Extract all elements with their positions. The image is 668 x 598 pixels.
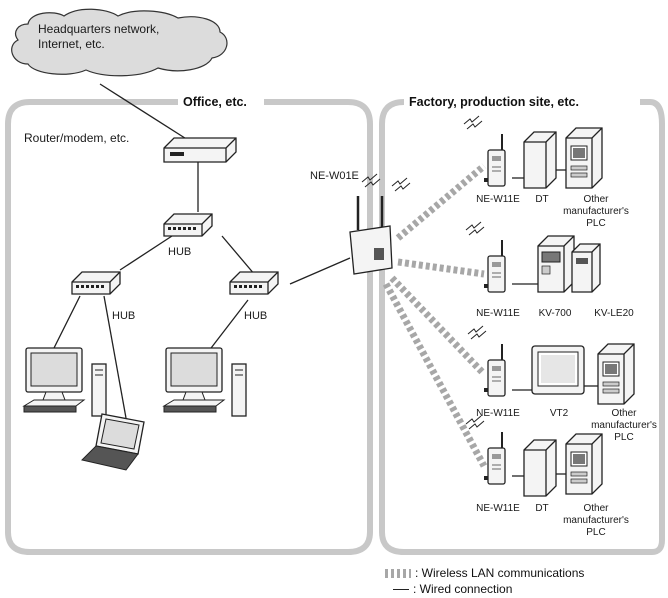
g1-dt-label: DT bbox=[535, 194, 549, 205]
g2-kv-le20-icon bbox=[571, 243, 601, 293]
g4-ne-w11e-icon bbox=[483, 431, 506, 485]
g1-wave-icon bbox=[463, 115, 483, 130]
router-label: Router/modem, etc. bbox=[24, 131, 130, 145]
legend-wired: : Wired connection bbox=[385, 582, 512, 596]
g1-ne-w11e-icon bbox=[483, 133, 506, 187]
cloud-shape bbox=[11, 8, 228, 77]
wireless-links bbox=[382, 163, 488, 468]
hub-right-icon bbox=[229, 271, 279, 295]
g1-plc-icon bbox=[565, 127, 603, 189]
g3-plc-icon bbox=[597, 343, 635, 405]
g4-dt-icon bbox=[523, 439, 557, 497]
g2-ne-w11e-icon bbox=[483, 239, 506, 293]
g3-vt2-label: VT2 bbox=[549, 408, 569, 419]
access-point-label: NE-W01E bbox=[310, 170, 359, 182]
cloud-label: Headquarters network, Internet, etc. bbox=[38, 22, 160, 51]
access-point-wave-icon bbox=[391, 177, 411, 192]
legend-wireless-swatch bbox=[385, 569, 411, 578]
legend-wireless: : Wireless LAN communications bbox=[385, 566, 584, 580]
g1-plc-label: Other manufacturer's PLC bbox=[563, 194, 629, 229]
office-frame bbox=[5, 99, 373, 555]
g2-ne-w11e-label: NE-W11E bbox=[476, 308, 520, 319]
hub-right-label: HUB bbox=[244, 310, 268, 322]
g3-vt2-icon bbox=[531, 345, 585, 395]
g3-ne-w11e-label: NE-W11E bbox=[476, 408, 520, 419]
router-icon bbox=[163, 137, 237, 163]
legend-wired-label: : Wired connection bbox=[413, 582, 513, 596]
g4-plc-label: Other manufacturer's PLC bbox=[563, 503, 629, 538]
desktop-pc-right-icon bbox=[163, 347, 247, 417]
access-point-icon bbox=[349, 196, 393, 275]
g3-wave-icon bbox=[467, 325, 487, 340]
g2-wave-icon bbox=[465, 221, 485, 236]
g4-dt-label: DT bbox=[535, 503, 549, 514]
factory-frame bbox=[379, 99, 665, 555]
g3-plc-label: Other manufacturer's PLC bbox=[591, 408, 657, 443]
factory-section-title: Factory, production site, etc. bbox=[404, 95, 584, 109]
g2-kv700-icon bbox=[537, 235, 575, 293]
hub-left-label: HUB bbox=[112, 310, 136, 322]
g1-ne-w11e-label: NE-W11E bbox=[476, 194, 520, 205]
g4-ne-w11e-label: NE-W11E bbox=[476, 503, 520, 514]
hub-top-icon bbox=[163, 213, 213, 237]
legend-wireless-label: : Wireless LAN communications bbox=[415, 566, 585, 580]
hub-left-icon bbox=[71, 271, 121, 295]
office-section-title: Office, etc. bbox=[178, 95, 252, 109]
laptop-icon bbox=[81, 413, 145, 471]
desktop-pc-left-icon bbox=[23, 347, 107, 417]
g3-ne-w11e-icon bbox=[483, 343, 506, 397]
legend-wired-swatch bbox=[393, 589, 409, 590]
hub-top-label: HUB bbox=[168, 246, 192, 258]
wired-connections bbox=[51, 83, 351, 419]
g2-kv700-label: KV-700 bbox=[538, 308, 572, 319]
g1-dt-icon bbox=[523, 131, 557, 189]
g2-kv-le20-label: KV-LE20 bbox=[594, 308, 634, 319]
